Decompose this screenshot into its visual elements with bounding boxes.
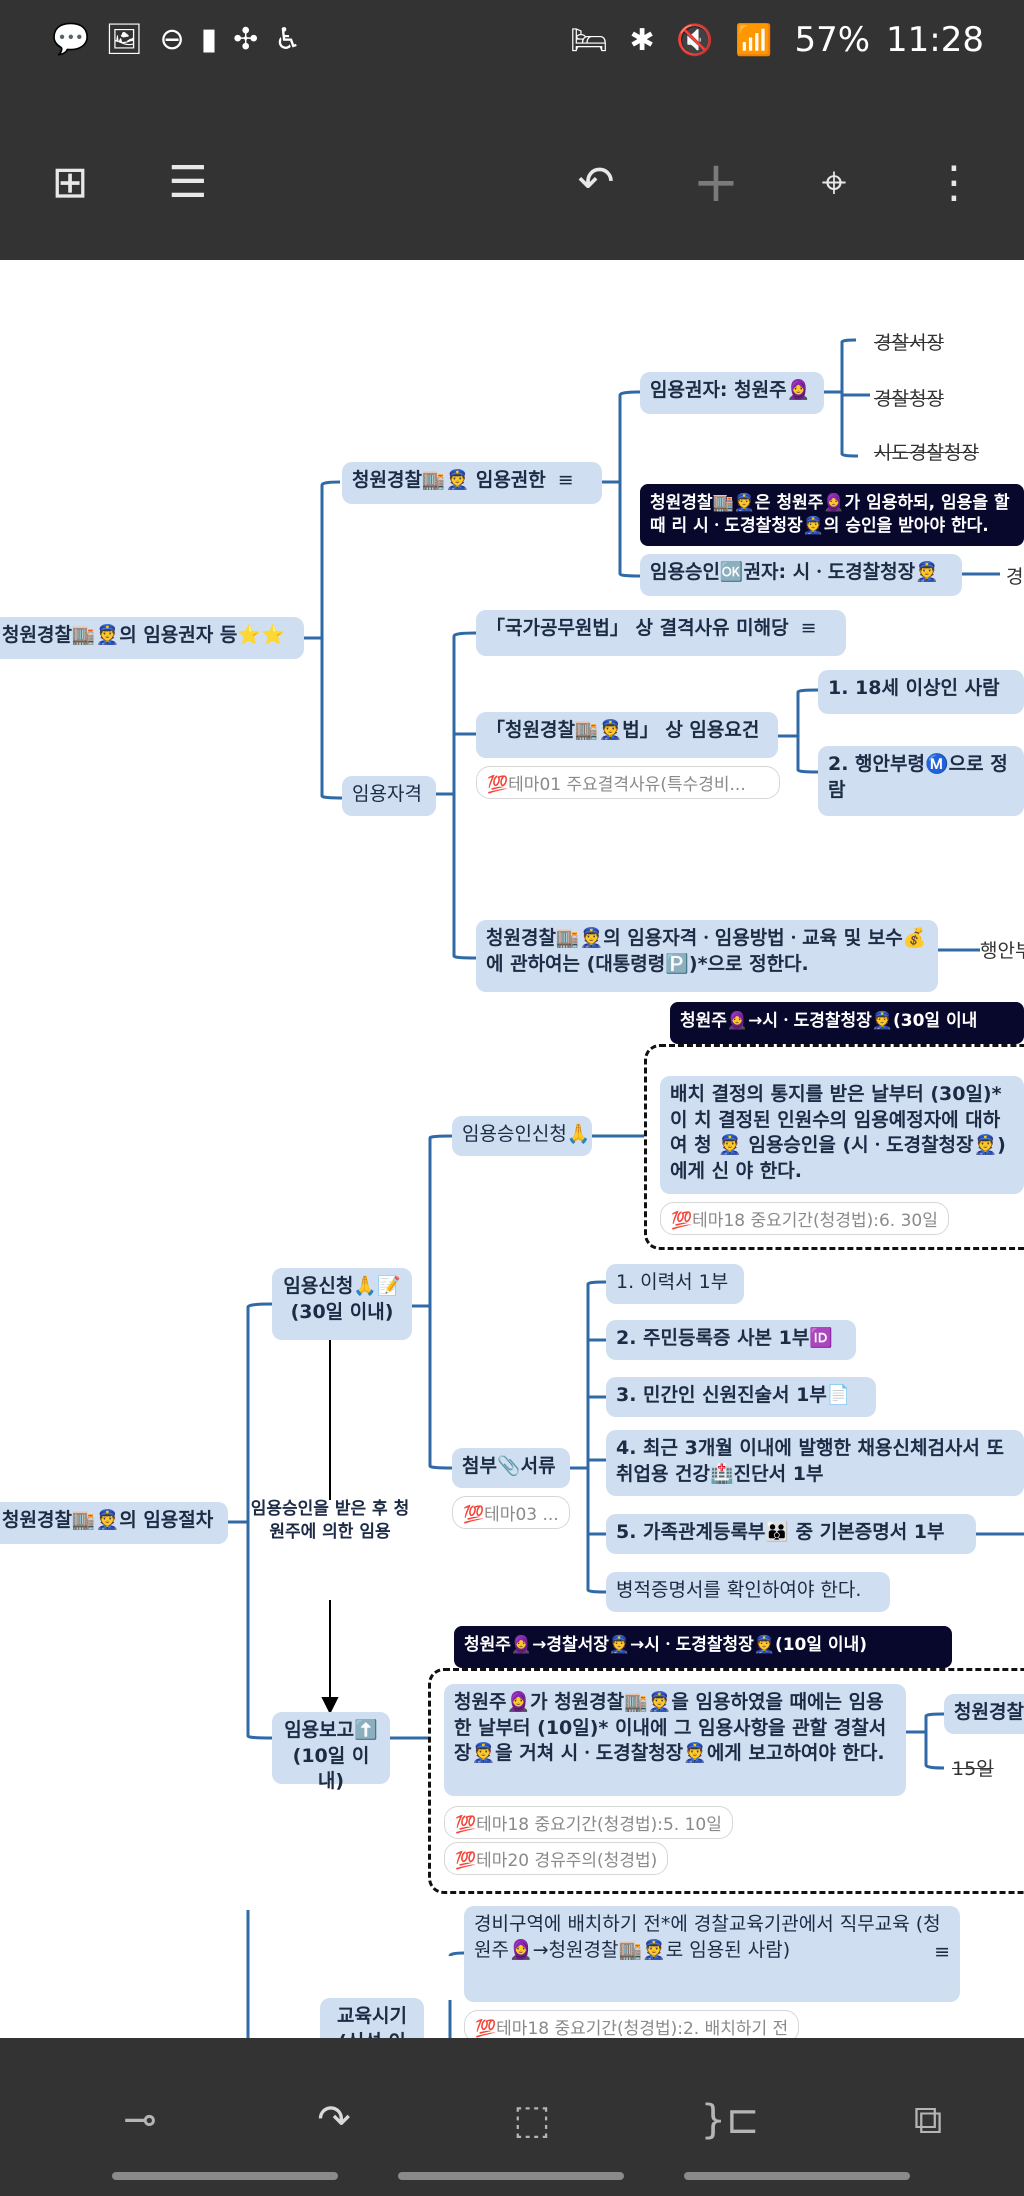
node-approver[interactable]: 임용승인🆗권자: 시ㆍ도경찰청장👮 xyxy=(640,554,962,596)
node-age-requirement[interactable]: 1. 18세 이상인 사람 xyxy=(818,670,1024,714)
status-bar: 💬 🖼 ⊖ ▮ ✣ ♿ 🛏 ✱ 🔇 📶 57% 11:28 xyxy=(0,0,1024,92)
connectivity-icons: 🛏 ✱ 🔇 📶 xyxy=(569,22,779,58)
gallery-icon: 🖼 xyxy=(105,22,144,57)
node-attachments[interactable]: 첨부📎서류 xyxy=(452,1448,570,1488)
nav-pill-center[interactable] xyxy=(398,2172,624,2180)
leaf-provincial-police-chief[interactable]: 시도경찰청장 xyxy=(874,442,979,464)
leaf-ministry[interactable]: 행안부 xyxy=(980,940,1024,962)
node-approval-request[interactable]: 임용승인신청🙏 xyxy=(452,1116,592,1156)
doc-background-statement[interactable]: 3. 민간인 신원진술서 1부📄 xyxy=(606,1377,876,1417)
accessibility-icon: ♿ xyxy=(274,22,302,57)
note-lines-icon: ≡ xyxy=(800,617,817,639)
leaf-approver-next[interactable]: 경 xyxy=(1006,566,1024,588)
node-presidential-decree[interactable]: 청원경찰🏬👮의 임용자격ㆍ임용방법ㆍ교육 및 보수💰에 관하여는 (대통령령🅿️… xyxy=(476,920,938,992)
relationship-icon[interactable]: ⧉ xyxy=(913,2097,943,2143)
node-act-requirements[interactable]: 「청원경찰🏬👮법」 상 임용요건 xyxy=(476,712,778,758)
grid-view-icon[interactable]: ⊞ xyxy=(51,156,89,208)
root-node-procedure[interactable]: 청원경찰🏬👮의 임용절차 xyxy=(0,1502,228,1544)
nav-pill-left[interactable] xyxy=(112,2172,338,2180)
network-icon: ✣ xyxy=(233,22,259,57)
dnd-icon: ⊖ xyxy=(159,22,185,57)
outline-list-icon[interactable]: ☰ xyxy=(168,156,208,208)
node-appointment-authority[interactable]: 청원경찰🏬👮 임용권한≡ xyxy=(342,462,602,504)
node-civil-service-disqualification[interactable]: 「국가공무원법」 상 결격사유 미해당≡ xyxy=(476,610,846,656)
callout-30-days: 청원주🧕→시ㆍ도경찰청장👮(30일 이내 xyxy=(670,1002,1024,1044)
node-appointment-application[interactable]: 임용신청🙏📝 (30일 이내) xyxy=(272,1268,412,1340)
doc-family-register[interactable]: 5. 가족관계등록부👪 중 기본증명서 1부 xyxy=(606,1514,976,1554)
nav-pill-right[interactable] xyxy=(684,2172,910,2180)
node-education-content[interactable]: 경비구역에 배치하기 전*에 경찰교육기관에서 직무교육 (청원주🧕→청원경찰🏬… xyxy=(464,1906,960,2002)
doc-health-certificate[interactable]: 4. 최근 3개월 이내에 발행한 채용신체검사서 또 취업용 건강🏥진단서 1… xyxy=(606,1430,1024,1496)
node-placement-notice[interactable]: 배치 결정의 통지를 받은 날부터 (30일)* 이 치 결정된 인원수의 임용… xyxy=(660,1076,1024,1194)
node-qualification[interactable]: 임용자격 xyxy=(342,776,436,816)
callout-10-days: 청원주🧕→경찰서장👮→시ㆍ도경찰청장👮(10일 이내) xyxy=(454,1626,952,1668)
node-report-next[interactable]: 청원경찰 xyxy=(944,1694,1024,1734)
node-education-timing[interactable]: 교육시기 (신성 이내) xyxy=(320,1998,424,2038)
clock: 11:28 xyxy=(886,20,984,60)
connector-lines xyxy=(228,338,1024,2038)
edge-label-approval: 임용승인을 받은 후 청원주에 의한 임용 xyxy=(250,1499,410,1542)
format-brush-icon[interactable]: ⌖ xyxy=(821,156,847,208)
doc-id-copy[interactable]: 2. 주민등록증 사본 1부🆔 xyxy=(606,1320,856,1360)
ref-theme18-before-placement[interactable]: 💯테마18 중요기간(청경법):2. 배치하기 전 xyxy=(464,2010,800,2038)
leaf-national-police-chief[interactable]: 경찰청장 xyxy=(874,388,944,410)
node-appointer[interactable]: 임용권자: 청원주🧕 xyxy=(640,372,824,414)
node-appointment-report[interactable]: 임용보고⬆️ (10일 이내) xyxy=(272,1712,390,1792)
doc-military-record[interactable]: 병적증명서를 확인하여야 한다. xyxy=(606,1572,890,1612)
top-toolbar: ⊞ ☰ ↶ + ⌖ ⋮ xyxy=(0,92,1024,260)
insert-node-icon[interactable]: ⊸ xyxy=(123,2097,157,2143)
add-node-icon[interactable]: + xyxy=(692,149,740,215)
undo-icon[interactable]: ↶ xyxy=(577,156,615,208)
ref-theme03[interactable]: 💯테마03 ... xyxy=(452,1496,570,1529)
battery-level: 57% xyxy=(794,20,871,60)
talk-icon: 💬 xyxy=(52,22,90,57)
more-options-icon[interactable]: ⋮ xyxy=(932,156,976,208)
status-left-icons: 💬 🖼 ⊖ ▮ ✣ ♿ xyxy=(52,22,301,57)
ref-theme01[interactable]: 💯테마01 주요결격사유(특수경비... xyxy=(476,766,780,799)
mindmap-canvas[interactable]: 청원경찰🏬👮의 임용권자 등⭐⭐ 청원경찰🏬👮 임용권한≡ 임용권자: 청원주🧕… xyxy=(0,260,1024,2038)
doc-resume[interactable]: 1. 이력서 1부 xyxy=(606,1264,744,1304)
redo-icon[interactable]: ↷ xyxy=(317,2097,351,2143)
status-right: 🛏 ✱ 🔇 📶 57% 11:28 xyxy=(570,20,984,60)
ref-theme20[interactable]: 💯테마20 경유주의(청경법) xyxy=(444,1842,669,1875)
ref-theme18-30days[interactable]: 💯테마18 중요기간(청경법):6. 30일 xyxy=(660,1202,949,1235)
ref-theme18-10days[interactable]: 💯테마18 중요기간(청경법):5. 10일 xyxy=(444,1806,733,1839)
boundary-icon[interactable]: ⬚ xyxy=(513,2097,551,2143)
leaf-police-station-chief[interactable]: 경찰서장 xyxy=(874,332,944,354)
bottom-toolbar: ⊸ ↷ ⬚ }⊏ ⧉ xyxy=(0,2038,1024,2196)
leaf-15-days[interactable]: 15일 xyxy=(952,1758,994,1780)
node-ministry-ordinance[interactable]: 2. 행안부령Ⓜ️으로 정 람 xyxy=(818,746,1024,816)
callout-approval-note: 청원경찰🏬👮은 청원주🧕가 임용하되, 임용을 할 때 리 시ㆍ도경찰청장👮의 … xyxy=(640,484,1024,546)
note-lines-icon: ≡ xyxy=(934,1941,950,1963)
sim-icon: ▮ xyxy=(200,22,218,57)
dashed-box-report xyxy=(428,1668,1024,1894)
note-lines-icon: ≡ xyxy=(557,469,574,491)
node-report-content[interactable]: 청원주🧕가 청원경찰🏬👮을 임용하였을 때에는 임용한 날부터 (10일)* 이… xyxy=(444,1684,906,1796)
summary-icon[interactable]: }⊏ xyxy=(700,2097,760,2143)
dashed-box-approval xyxy=(644,1044,1024,1250)
root-node-appointer[interactable]: 청원경찰🏬👮의 임용권자 등⭐⭐ xyxy=(0,617,304,659)
